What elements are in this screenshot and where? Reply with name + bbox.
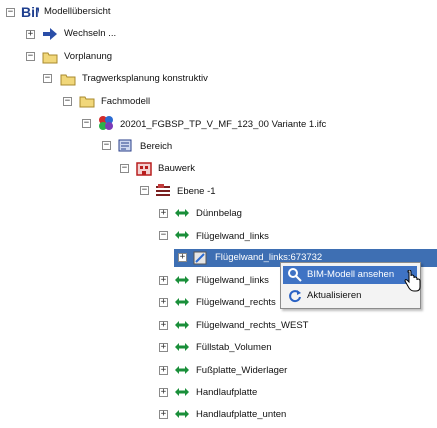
tree-item-fachmodell[interactable]: Fachmodell — [101, 96, 151, 107]
tree-item-tragwerksplanung[interactable]: Tragwerksplanung konstruktiv — [82, 73, 208, 84]
double-arrow-icon — [174, 317, 190, 333]
expand-toggle[interactable]: + — [178, 252, 187, 262]
tree-item-ebene[interactable]: Ebene -1 — [177, 186, 216, 197]
svg-text:BiM: BiM — [21, 4, 39, 20]
context-menu: BIM-Modell ansehen Aktualisieren — [280, 262, 421, 309]
double-arrow-icon — [174, 362, 190, 378]
tree-item-label[interactable]: Flügelwand_links — [196, 231, 269, 242]
tree-item-ifc-file[interactable]: 20201_FGBSP_TP_V_MF_123_00 Variante 1.if… — [120, 119, 327, 130]
collapse-toggle[interactable]: − — [120, 163, 129, 173]
tree-item-label[interactable]: Fußplatte_Widerlager — [196, 365, 288, 376]
folder-icon — [79, 93, 95, 109]
tree-item-label[interactable]: Handlaufplatte_unten — [196, 409, 287, 420]
menu-item-label: Aktualisieren — [307, 290, 362, 301]
double-arrow-icon — [174, 384, 190, 400]
menu-item-refresh[interactable]: Aktualisieren — [283, 287, 417, 305]
tree-item-label[interactable]: Dünnbelag — [196, 208, 242, 219]
folder-icon — [42, 49, 58, 65]
collapse-toggle[interactable]: − — [82, 118, 91, 128]
expand-toggle[interactable]: + — [159, 342, 168, 352]
tree-item-label[interactable]: Handlaufplatte — [196, 387, 258, 398]
double-arrow-icon — [174, 205, 190, 221]
collapse-toggle[interactable]: − — [159, 230, 168, 240]
collapse-toggle[interactable]: − — [6, 7, 15, 17]
tree-item-label[interactable]: Flügelwand_links:673732 — [215, 252, 323, 263]
view-model-icon — [287, 267, 303, 283]
collapse-toggle[interactable]: − — [102, 140, 111, 150]
expand-toggle[interactable]: + — [159, 409, 168, 419]
tree-item-vorplanung[interactable]: Vorplanung — [64, 51, 113, 62]
expand-toggle[interactable]: + — [159, 297, 168, 307]
refresh-icon — [287, 288, 303, 304]
tree-item-label[interactable]: Flügelwand_rechts — [196, 297, 276, 308]
tree-item-switch[interactable]: Wechseln ... — [64, 28, 117, 39]
hand-cursor-icon — [404, 269, 422, 294]
tree-item-label[interactable]: Flügelwand_rechts_WEST — [196, 320, 309, 331]
menu-item-label: BIM-Modell ansehen — [307, 269, 395, 280]
building-icon — [136, 160, 152, 176]
menu-item-view-bim-model[interactable]: BIM-Modell ansehen — [283, 266, 417, 284]
collapse-toggle[interactable]: − — [26, 51, 35, 61]
double-arrow-icon — [174, 294, 190, 310]
folder-icon — [60, 71, 76, 87]
collapse-toggle[interactable]: − — [63, 96, 72, 106]
expand-toggle[interactable]: + — [159, 387, 168, 397]
double-arrow-icon — [174, 406, 190, 422]
expand-toggle[interactable]: + — [159, 275, 168, 285]
area-icon — [117, 137, 133, 153]
expand-toggle[interactable]: + — [159, 320, 168, 330]
bim-logo-icon: BiM — [21, 4, 47, 20]
tree-item-label[interactable]: Flügelwand_links — [196, 275, 269, 286]
tree-item-label[interactable]: Füllstab_Volumen — [196, 342, 272, 353]
ifc-model-icon — [98, 115, 114, 131]
collapse-toggle[interactable]: − — [140, 185, 149, 195]
expand-toggle[interactable]: + — [159, 365, 168, 375]
expand-toggle[interactable]: + — [159, 208, 168, 218]
level-icon — [155, 182, 171, 198]
tree-root-label[interactable]: Modellübersicht — [44, 6, 111, 17]
double-arrow-icon — [174, 339, 190, 355]
tree-item-bauwerk[interactable]: Bauwerk — [158, 163, 195, 174]
switch-arrow-icon — [42, 26, 58, 42]
element-icon — [192, 250, 208, 266]
double-arrow-icon — [174, 227, 190, 243]
tree-item-bereich[interactable]: Bereich — [140, 141, 173, 152]
expand-toggle[interactable]: + — [26, 29, 35, 39]
collapse-toggle[interactable]: − — [43, 73, 52, 83]
double-arrow-icon — [174, 272, 190, 288]
